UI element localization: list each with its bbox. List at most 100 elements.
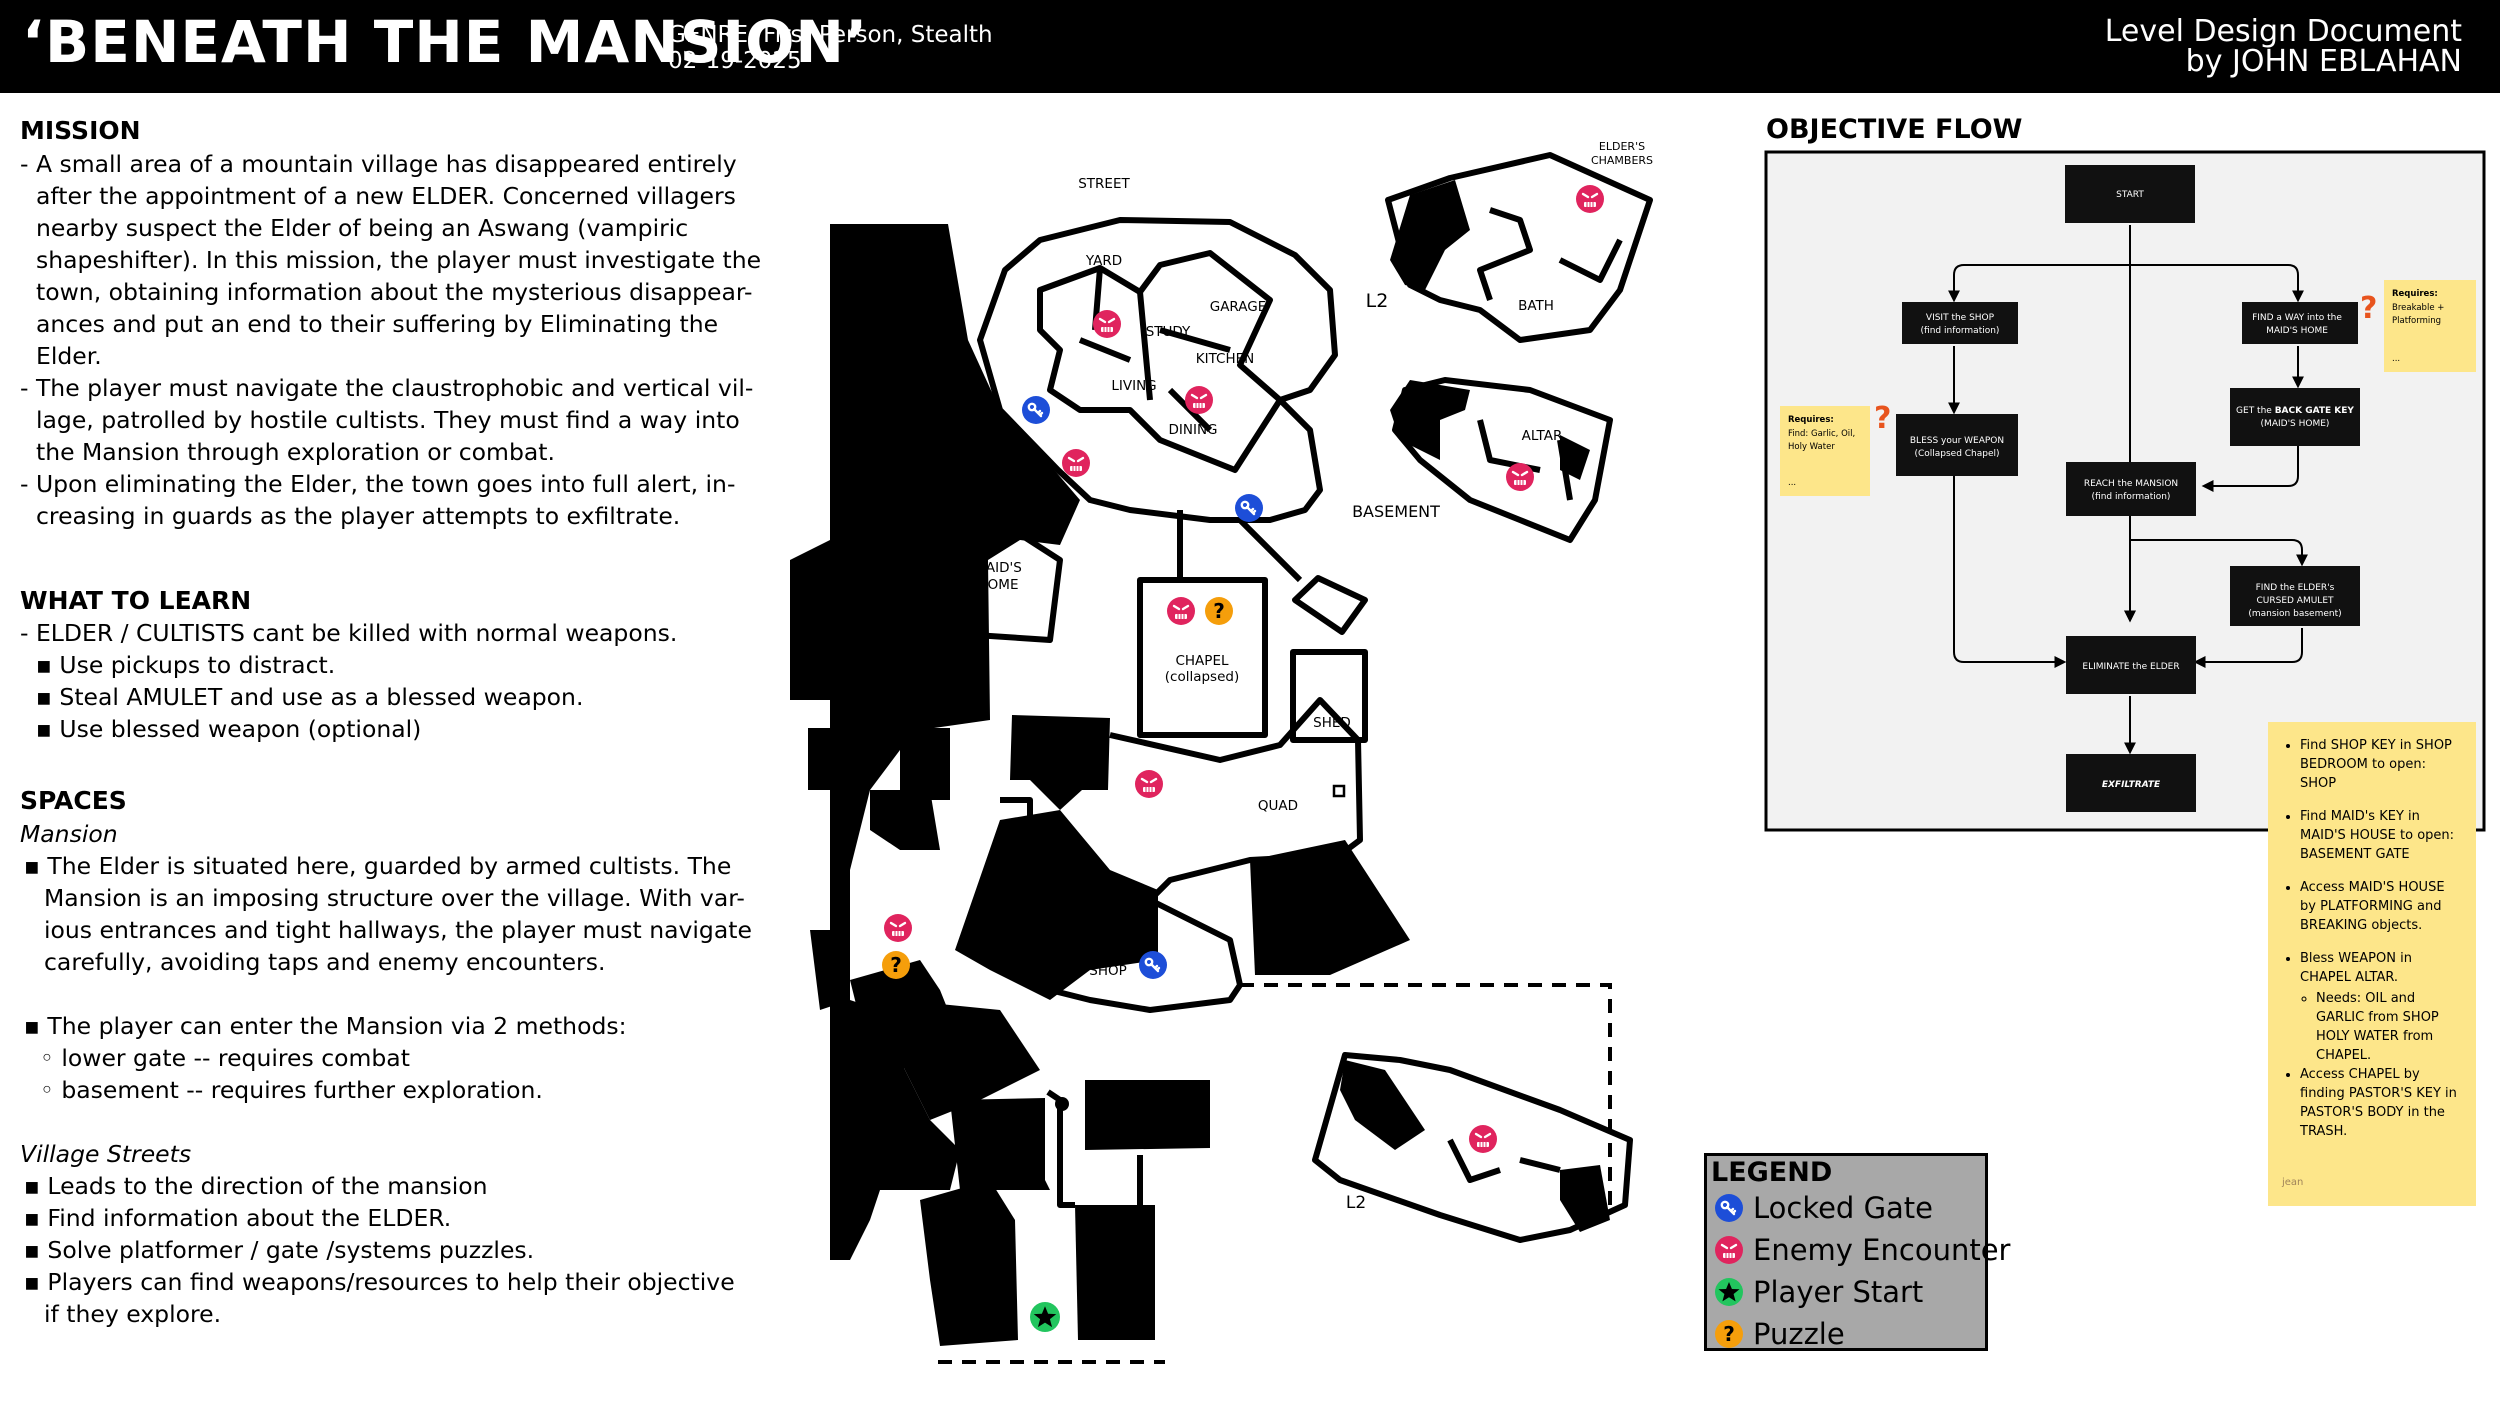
legend-item: Locked Gate bbox=[1715, 1190, 1933, 1226]
mission-line: lage, patrolled by hostile cultists. The… bbox=[36, 406, 740, 434]
enemy-encounter-icon bbox=[1062, 449, 1090, 477]
map-label-altar: ALTAR bbox=[1522, 428, 1563, 444]
map-label-maids-home: MAID'S bbox=[974, 560, 1022, 576]
spaces-line: ious entrances and tight hallways, the p… bbox=[44, 916, 752, 944]
map-block bbox=[1250, 840, 1410, 975]
enemy-encounter-icon bbox=[884, 914, 912, 942]
map-wing-elder bbox=[1385, 152, 1653, 343]
legend-label: Puzzle bbox=[1753, 1317, 1845, 1351]
map-stairs bbox=[1160, 833, 1185, 861]
author-text: by JOHN EBLAHAN bbox=[2185, 44, 2462, 79]
legend-item: Player Start bbox=[1715, 1274, 1923, 1310]
flow-node-label: MAID'S HOME bbox=[2266, 326, 2328, 336]
note-item: Find MAID's KEY in MAID'S HOUSE to open:… bbox=[2300, 807, 2464, 864]
locked-gate-icon bbox=[1715, 1194, 1743, 1222]
map-maids-outline bbox=[912, 512, 1063, 643]
map-block bbox=[1010, 715, 1110, 810]
map-label-elders-chambers: CHAMBERS bbox=[1591, 154, 1653, 167]
learn-line: ▪ Use blessed weapon (optional) bbox=[36, 715, 422, 743]
map-label-dining: DINING bbox=[1168, 422, 1217, 438]
map-block bbox=[870, 790, 940, 850]
flow-node-label: (find information) bbox=[2092, 492, 2171, 502]
flow-node-label: EXFILTRATE bbox=[2102, 780, 2161, 790]
map-block bbox=[1390, 180, 1470, 290]
map-label-yard: YARD bbox=[1085, 253, 1122, 269]
spaces-line: ▪ Leads to the direction of the mansion bbox=[24, 1172, 488, 1200]
map-label-living: LIVING bbox=[1111, 378, 1156, 394]
flow-node-find-way bbox=[2242, 302, 2358, 344]
legend-item: Puzzle bbox=[1715, 1316, 1845, 1352]
flow-note-line: Find: Garlic, Oil, bbox=[1788, 429, 1855, 439]
enemy-encounter-icon bbox=[1135, 770, 1163, 798]
map-label-bath: BATH bbox=[1518, 298, 1554, 314]
enemy-encounter-icon bbox=[1167, 597, 1195, 625]
note-signature: jean bbox=[2282, 1177, 2304, 1188]
puzzle-icon bbox=[1715, 1320, 1743, 1348]
note-subitem: Needs: OIL and GARLIC from SHOP bbox=[2316, 989, 2464, 1027]
flow-node-label: (Collapsed Chapel) bbox=[1914, 449, 1999, 459]
flow-node-label: (mansion basement) bbox=[2248, 609, 2341, 619]
flow-node-label: FIND the ELDER's bbox=[2256, 583, 2335, 593]
flow-note-line: Platforming bbox=[2392, 316, 2441, 326]
mansion-subtitle: Mansion bbox=[20, 820, 118, 848]
mission-title: MISSION bbox=[20, 116, 141, 145]
streets-subtitle: Village Streets bbox=[20, 1140, 192, 1168]
flow-node-gate-key bbox=[2230, 388, 2360, 446]
mission-line: Elder. bbox=[36, 342, 102, 370]
legend-box: LEGEND Locked Gate Enemy Encounter Playe… bbox=[1704, 1153, 2010, 1352]
spaces-text: Mansion ▪ The Elder is situated here, gu… bbox=[20, 818, 752, 1330]
document-title: ‘BENEATH THE MANSION’ bbox=[22, 8, 868, 76]
map-label-garage: GARAGE bbox=[1210, 299, 1267, 315]
map-label-l2-top: L2 bbox=[1366, 290, 1389, 312]
map-block bbox=[1390, 380, 1470, 460]
note-sublist: Needs: OIL and GARLIC from SHOP HOLY WAT… bbox=[2300, 989, 2464, 1065]
enemy-encounter-icon bbox=[1576, 185, 1604, 213]
flow-question-mark-icon: ? bbox=[1874, 401, 1891, 436]
spaces-line: ▪ Solve platformer / gate /systems puzzl… bbox=[24, 1236, 535, 1264]
flow-note-heading: Requires: bbox=[2392, 289, 2438, 299]
flow-node-reach-mansion bbox=[2066, 462, 2196, 516]
locked-gate-icon bbox=[1022, 396, 1050, 424]
mission-line: town, obtaining information about the my… bbox=[36, 278, 753, 306]
mission-line: creasing in guards as the player attempt… bbox=[36, 502, 681, 530]
map-mansion-walls bbox=[1037, 250, 1283, 473]
flow-connector bbox=[2130, 539, 2308, 567]
map-block bbox=[900, 728, 950, 800]
flow-connector bbox=[2193, 628, 2303, 668]
flow-node-label: START bbox=[2116, 190, 2144, 200]
flow-node-label-part: GET the bbox=[2236, 406, 2275, 416]
puzzle-icon bbox=[1205, 597, 1233, 625]
spaces-line: carefully, avoiding taps and enemy encou… bbox=[44, 948, 606, 976]
note-item: Bless WEAPON in CHAPEL ALTAR. Needs: OIL… bbox=[2300, 949, 2464, 1065]
map-label-shed: SHED bbox=[1313, 715, 1351, 731]
map-label-study: STUDY bbox=[1146, 324, 1191, 340]
mission-line: nearby suspect the Elder of being an Asw… bbox=[36, 214, 689, 242]
map-box bbox=[1292, 575, 1368, 635]
spaces-line: ▪ Find information about the ELDER. bbox=[24, 1204, 452, 1232]
flow-node-start bbox=[2065, 165, 2195, 223]
legend-label: Enemy Encounter bbox=[1753, 1233, 2011, 1267]
note-item-text: Bless WEAPON in CHAPEL ALTAR. bbox=[2300, 951, 2412, 985]
spaces-spacer bbox=[20, 1106, 740, 1138]
learn-title: WHAT TO LEARN bbox=[20, 586, 252, 615]
spaces-line: ▪ The player can enter the Mansion via 2… bbox=[24, 1012, 627, 1040]
note-subitem: HOLY WATER from CHAPEL. bbox=[2316, 1029, 2434, 1063]
objective-flow-diagram: START VISIT the SHOP (find information) … bbox=[1764, 150, 2486, 832]
flow-node-label: FIND a WAY into the bbox=[2252, 313, 2342, 323]
spaces-line: ▪ Players can find weapons/resources to … bbox=[24, 1268, 735, 1296]
puzzle-icon bbox=[882, 951, 910, 979]
flow-note-line: Breakable + bbox=[2392, 303, 2444, 313]
map-label-chapel: (collapsed) bbox=[1165, 669, 1239, 685]
spaces-line: if they explore. bbox=[44, 1300, 222, 1328]
map-block bbox=[1340, 1060, 1425, 1150]
flow-node-bless bbox=[1896, 414, 2018, 476]
mission-line: - A small area of a mountain village has… bbox=[20, 150, 737, 178]
flow-node-label: VISIT the SHOP bbox=[1926, 313, 1995, 323]
enemy-encounter-icon bbox=[1715, 1236, 1743, 1264]
map-block bbox=[810, 930, 850, 1010]
spaces-line: ◦ basement -- requires further explorati… bbox=[40, 1076, 543, 1104]
player-start-icon bbox=[1715, 1278, 1743, 1306]
map-shed-outline bbox=[1290, 649, 1368, 743]
flow-node-label: GET the BACK GATE KEY bbox=[2236, 406, 2354, 416]
note-item: Access CHAPEL by finding PASTOR'S KEY in… bbox=[2300, 1065, 2464, 1141]
